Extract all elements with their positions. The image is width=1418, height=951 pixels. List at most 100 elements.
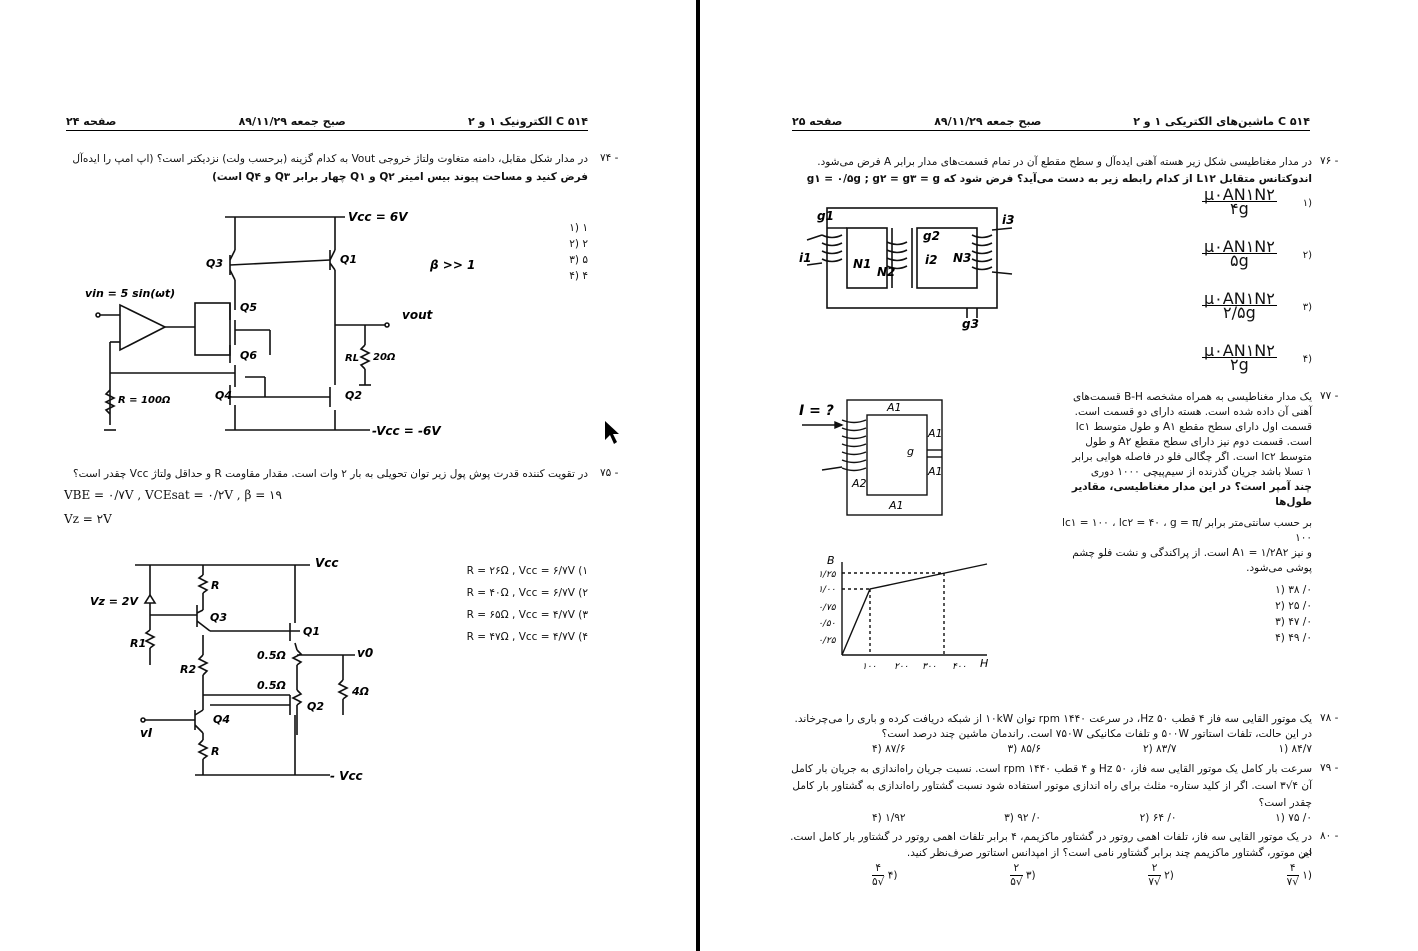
q78-options: ۸۴/۷ (۱ ۸۳/۷ (۲ ۸۵/۶ (۳ ۸۷/۶ (۴ [872, 743, 1312, 755]
q77-bh-xtick-2: ۲۰۰ [894, 662, 909, 672]
q76-g2-label: g2 [923, 229, 940, 243]
q74-r-label: R = 100Ω [118, 395, 171, 406]
q75-vi-label: vI [140, 726, 153, 740]
q76-n2-label: N2 [877, 265, 895, 279]
q77-line-3: قسمت اول دارای سطح مقطع A۱ و طول متوسط l… [1075, 421, 1312, 433]
q80-number: ۸۰ - [1320, 830, 1339, 842]
q78-line2: در این حالت، تلفات استاتور ۵۰۰W و تلفات … [881, 728, 1312, 740]
q75-given-2: Vz = ۲V [64, 512, 112, 526]
q74-q6-label: Q6 [240, 349, 257, 362]
q80-options: (۱ ۴√۷ (۲ ۲√۷ (۳ ۲√۵ (۴ ۴√۵ [872, 862, 1312, 889]
q74-vin-label: vin = 5 sin(ωt) [85, 287, 175, 300]
q79-option-1: ۰/ ۷۵ (۱ [1275, 812, 1312, 824]
q77-bh-xlabel: H [980, 657, 988, 670]
q77-bh-ytick-5: ۰/۲۵ [818, 636, 837, 646]
q76-magnetic-core-figure: g1 g2 g3 i1 i2 i3 N1 N2 N3 [799, 207, 1014, 331]
q77-bh-ytick-1: ۱/۲۵ [818, 570, 837, 580]
q76-n1-label: N1 [853, 257, 871, 271]
q74-q3-label: Q3 [206, 257, 223, 270]
q77-a2-label: A2 [851, 477, 867, 490]
page-divider [696, 0, 700, 951]
q77-a1-right2-label: A1 [927, 465, 943, 478]
q75-option-4: R = ۴۷Ω , Vcc = ۴/۷V (۴ [466, 631, 588, 643]
q80-option-3-fraction: ۲√۵ [1010, 862, 1023, 888]
q79-options: ۰/ ۷۵ (۱ ۰/ ۶۴ (۲ ۰/ ۹۲ (۳ ۱/۹۲ (۴ [872, 812, 1312, 824]
q77-bh-ytick-3: ۰/۷۵ [818, 603, 837, 613]
q75-q1-label: Q1 [303, 625, 320, 638]
q76-i3-label: i3 [1002, 213, 1014, 227]
q76-number: ۷۶ - [1320, 155, 1339, 167]
q80-option-3: (۳ ۲√۵ [1010, 862, 1036, 888]
left-page-number: صفحه ۲۴ [66, 115, 117, 128]
q74-q1-label: Q1 [340, 253, 357, 266]
q74-text-line2: فرض کنید و مساحت پیوند بیس امیتر Q۲ و Q۱… [212, 171, 588, 183]
q75-given-1: VBE = ۰/۷V , VCEsat = ۰/۲V , β = ۱۹ [64, 488, 282, 502]
q74-q2-label: Q2 [345, 389, 362, 402]
q78-option-4: ۸۷/۶ (۴ [872, 743, 906, 755]
q77-text-block: یک مدار مغناطیسی به همراه مشخصه B-H قسمت… [1062, 390, 1312, 576]
q74-beta-label: β >> 1 [429, 258, 475, 272]
q77-option-4: ۰/ ۴۹ (۴ [1275, 632, 1312, 644]
q78-option-3: ۸۵/۶ (۳ [1007, 743, 1042, 755]
q76-g1-label: g1 [817, 209, 834, 223]
left-page-date: صبح جمعه ۸۹/۱۱/۲۹ [238, 115, 346, 128]
q76-n3-label: N3 [953, 251, 971, 265]
q76-g3-label: g3 [962, 317, 979, 331]
q75-q4-label: Q4 [213, 713, 230, 726]
q78-number: ۷۸ - [1320, 712, 1339, 724]
q77-line-1: یک مدار مغناطیسی به همراه مشخصه B-H قسمت… [1073, 391, 1312, 403]
q80-option-4: (۴ ۴√۵ [872, 862, 898, 888]
q79-number: ۷۹ - [1320, 762, 1339, 774]
left-page-subject: الکترونیک ۱ و ۲ C ۵۱۴ [467, 115, 588, 128]
q77-option-2: ۰/ ۲۵ (۲ [1275, 600, 1312, 612]
q75-vo-label: v0 [357, 646, 373, 660]
q77-options: ۰/ ۳۸ (۱ ۰/ ۲۵ (۲ ۰/ ۴۷ (۳ ۰/ ۴۹ (۴ [1247, 582, 1312, 646]
q74-option-4: ۴ (۴ [569, 270, 588, 282]
q77-line-10: پوشی می‌شود. [1246, 562, 1312, 574]
q75-option-3: R = ۶۵Ω , Vcc = ۴/۷V (۳ [466, 609, 588, 621]
q75-r4-label: 4Ω [351, 685, 369, 698]
q74-text-line1: در مدار شکل مقابل، دامنه متغاوت ولتاژ خر… [72, 153, 588, 165]
q75-option-1: R = ۲۶Ω , Vcc = ۶/۷V (۱ [466, 565, 588, 577]
q77-line-9: و نیز A۱ = ۱/۲A۲ است. از پراکندگی و نشت … [1072, 547, 1312, 559]
q75-vz-label: Vz = 2V [90, 595, 139, 608]
q77-line-8: بر حسب سانتی‌متر برابر lc۱ = ۱۰۰ ، lc۲ =… [1062, 517, 1312, 544]
q74-q5-label: Q5 [240, 301, 257, 314]
q77-line-5: متوسط lc۲ است. اگر چگالی فلو در فاصله هو… [1072, 451, 1312, 463]
q77-bh-ytick-2: ۱/۰۰ [818, 585, 836, 595]
q75-q3-label: Q3 [210, 611, 227, 624]
q75-option-2: R = ۴۰Ω , Vcc = ۶/۷V (۲ [466, 587, 588, 599]
q74-option-1: ۱ (۱ [569, 222, 588, 234]
q78-option-2: ۸۳/۷ (۲ [1142, 743, 1177, 755]
q77-line-7: چند آمپر است؟ در این مدار مغناطیسی، مقاد… [1071, 481, 1312, 508]
q77-option-3: ۰/ ۴۷ (۳ [1275, 616, 1312, 628]
q77-a1-top-label: A1 [886, 401, 902, 414]
q74-option-3: ۵ (۳ [569, 254, 588, 266]
q75-rb-label: R [211, 745, 219, 758]
q79-option-2: ۰/ ۶۴ (۲ [1139, 812, 1177, 824]
q74-vcc-label: Vcc = 6V [348, 210, 409, 224]
q75-vee-label: - Vcc [330, 769, 363, 783]
q80-option-1-fraction: ۴√۷ [1286, 862, 1299, 888]
q79-option-3: ۰/ ۹۲ (۳ [1004, 812, 1042, 824]
q75-vcc-label: Vcc [315, 556, 339, 570]
q80-option-2: (۲ ۲√۷ [1148, 862, 1174, 888]
q74-vee-label: -Vcc = -6V [372, 424, 442, 438]
q75-number: ۷۵ - [600, 467, 619, 479]
q77-bh-ytick-4: ۰/۵۰ [818, 619, 836, 629]
left-page-header: صفحه ۲۴ صبح جمعه ۸۹/۱۱/۲۹ الکترونیک ۱ و … [66, 115, 588, 131]
right-page-header: صفحه ۲۵ صبح جمعه ۸۹/۱۱/۲۹ ماشین‌های الکت… [792, 115, 1310, 131]
q80-option-4-fraction: ۴√۵ [872, 862, 885, 888]
q77-line-2: آهنی آن داده شده است. هسته دارای دو قسمت… [1074, 406, 1312, 418]
q77-bh-xtick-3: ۳۰۰ [922, 662, 937, 672]
q76-i1-label: i1 [799, 251, 811, 265]
q80-line1: در یک موتور القایی سه فاز، تلفات اهمی رو… [790, 831, 1312, 858]
left-page: صفحه ۲۴ صبح جمعه ۸۹/۱۱/۲۹ الکترونیک ۱ و … [0, 0, 696, 951]
q79-line3: چقدر است؟ [1258, 797, 1312, 809]
